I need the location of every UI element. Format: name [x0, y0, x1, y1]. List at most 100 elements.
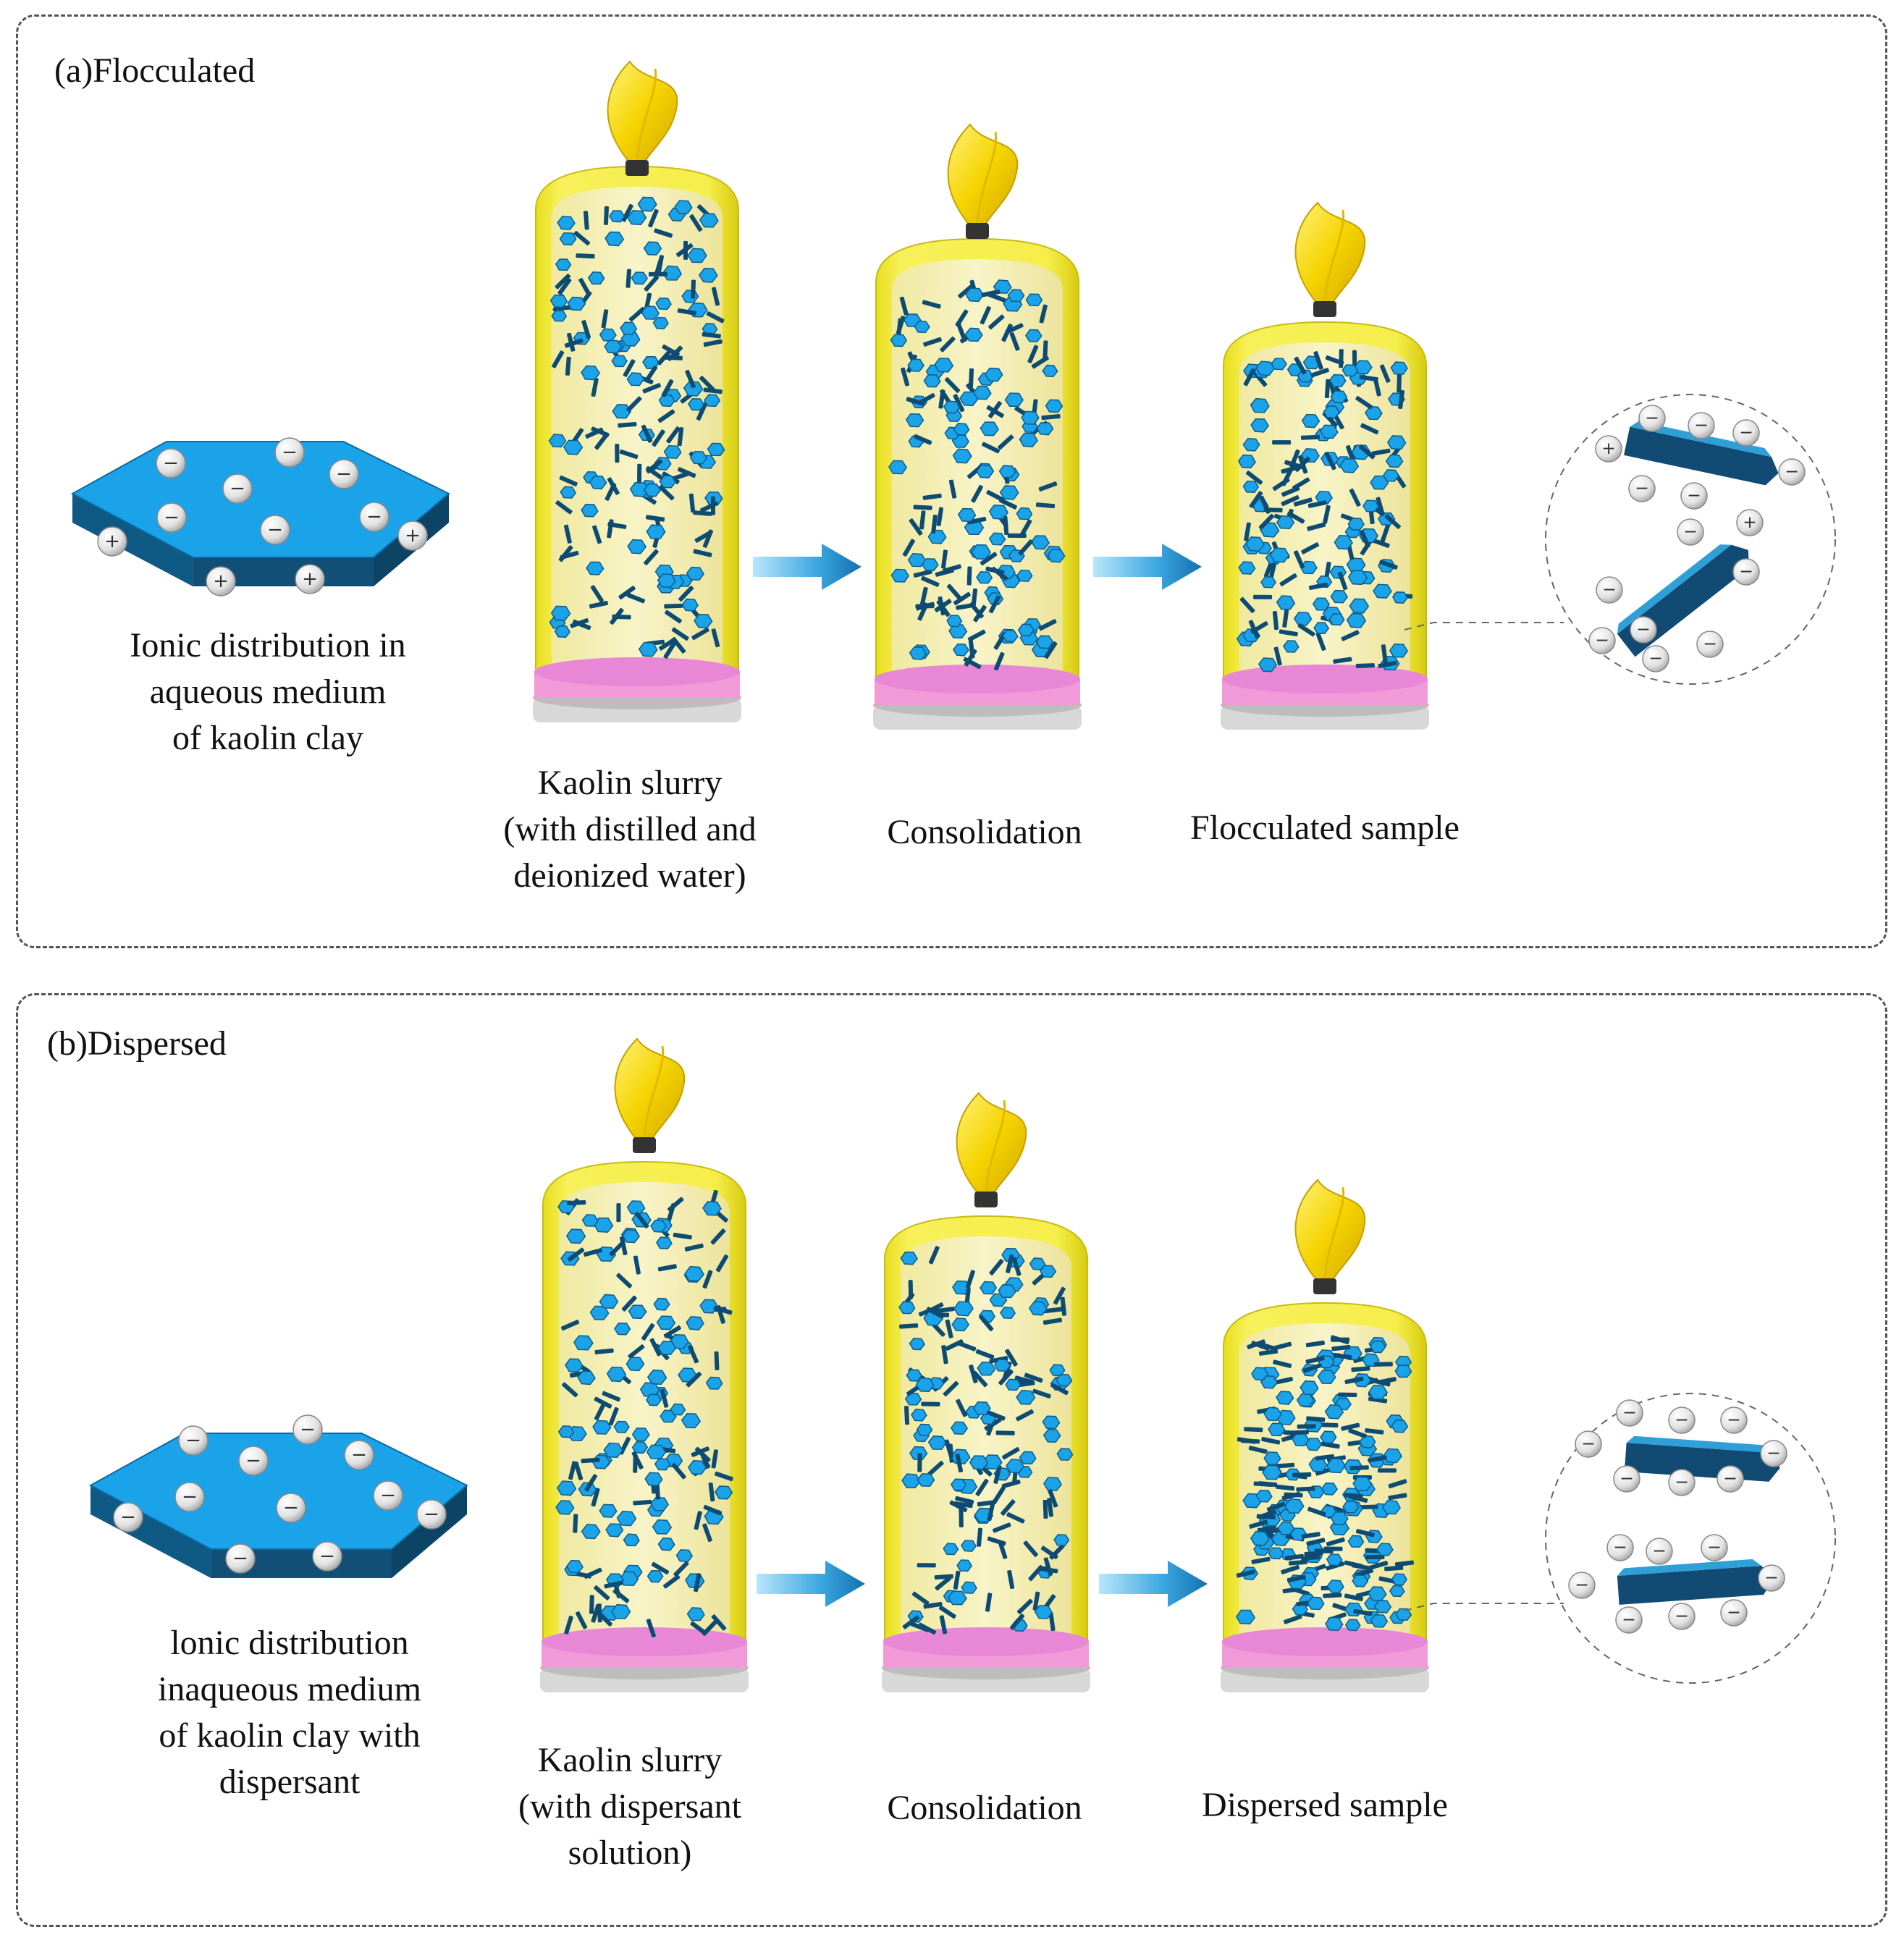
clay-particle	[567, 296, 586, 311]
clay-particle	[1349, 1494, 1368, 1504]
clay-particle	[1395, 1608, 1412, 1621]
clay-particle	[616, 1273, 633, 1289]
clay-particle	[1016, 1409, 1034, 1422]
svg-text:−: −	[283, 1497, 299, 1519]
positive-ion-icon: +	[397, 520, 428, 551]
svg-text:−: −	[1727, 1409, 1741, 1430]
clay-particle	[1341, 1422, 1360, 1431]
clay-particle	[592, 1420, 612, 1435]
clay-particle	[688, 1345, 699, 1364]
clay-particle	[1043, 1477, 1062, 1491]
svg-text:+: +	[302, 568, 318, 590]
clay-particle	[1344, 1376, 1364, 1385]
caption-line: solution)	[568, 1834, 692, 1872]
clay-particle	[1394, 1560, 1415, 1567]
clay-particle	[620, 331, 641, 347]
clay-particle	[957, 1341, 977, 1351]
svg-text:−: −	[1622, 1402, 1637, 1422]
svg-text:−: −	[1707, 1537, 1722, 1557]
clay-particle	[988, 532, 1006, 546]
clay-particle	[1242, 438, 1260, 452]
clay-particle	[1009, 332, 1020, 351]
magnified-view: −−−−−−−−−−−−−−−−	[1404, 1393, 1836, 1684]
clay-particle	[1297, 1424, 1316, 1429]
clay-particle	[1358, 444, 1376, 460]
panel-a-step2-caption: Consolidation	[804, 809, 1166, 856]
clay-particle	[689, 450, 708, 465]
clay-particle	[619, 1236, 628, 1256]
svg-text:−: −	[1675, 1472, 1689, 1492]
clay-particle	[1042, 1415, 1061, 1430]
clay-particle	[1360, 423, 1379, 435]
clay-particle	[710, 496, 716, 515]
clay-particle	[1378, 1576, 1398, 1585]
clay-particle	[952, 1280, 971, 1295]
clay-particle	[1371, 448, 1391, 456]
clay-particle	[1368, 1455, 1387, 1463]
clay-particle	[986, 490, 1005, 502]
clay-particle	[1339, 458, 1360, 473]
caption-line: deionized water)	[513, 856, 746, 895]
clay-particle	[917, 1473, 935, 1487]
clay-particle	[1293, 497, 1313, 507]
svg-text:−: −	[1602, 579, 1617, 599]
clay-particle	[1388, 1479, 1407, 1489]
clay-particle	[969, 1365, 978, 1383]
clay-particle	[1306, 1416, 1326, 1422]
clay-particle	[1255, 360, 1276, 376]
clay-particle	[1294, 456, 1310, 472]
clay-particle	[913, 505, 932, 510]
clay-particle	[1018, 539, 1034, 556]
svg-text:+: +	[405, 525, 421, 547]
clay-particle	[1258, 657, 1278, 672]
clay-particle	[611, 355, 628, 368]
clay-particle	[591, 377, 599, 397]
clay-particle	[1253, 594, 1273, 599]
clay-particle	[1376, 497, 1385, 516]
clay-particle	[616, 1203, 621, 1223]
clay-particle	[911, 1409, 927, 1422]
clay-particle	[1000, 1307, 1016, 1319]
clay-particle	[1016, 1380, 1035, 1388]
clay-particle	[1276, 1484, 1295, 1491]
clay-particle	[1272, 611, 1279, 630]
clay-particle	[619, 449, 639, 460]
clay-particle	[704, 394, 721, 408]
negative-ion-icon: −	[274, 437, 305, 468]
clay-particle	[936, 599, 951, 617]
clay-particle	[699, 213, 719, 228]
clay-particle	[1362, 499, 1379, 513]
clay-particle	[1352, 1476, 1373, 1492]
svg-text:−: −	[1675, 1409, 1689, 1430]
clay-particle	[1048, 1489, 1058, 1508]
clay-particle	[1007, 289, 1025, 303]
clay-particle	[637, 196, 657, 212]
clay-particle	[1381, 644, 1388, 664]
clay-particle	[1282, 640, 1299, 653]
svg-text:−: −	[282, 442, 298, 463]
clay-particle	[657, 409, 675, 423]
clay-particle	[648, 208, 659, 228]
kaolin-plate	[70, 441, 450, 586]
clay-particle	[971, 544, 992, 560]
clay-particle	[1281, 486, 1300, 497]
clay-particle	[1038, 619, 1057, 631]
clay-particle	[555, 1500, 575, 1515]
clay-particle	[1263, 507, 1283, 513]
clay-particle	[614, 1323, 631, 1336]
clay-particle	[1353, 1608, 1373, 1616]
clay-particle	[1019, 519, 1032, 537]
clay-particle	[626, 396, 642, 413]
clay-particle	[1248, 1446, 1268, 1454]
clay-particle	[1263, 1451, 1281, 1466]
clay-particle	[1272, 440, 1292, 445]
clay-particle	[1359, 374, 1378, 382]
clay-particle	[1035, 502, 1056, 509]
clay-particle	[663, 641, 677, 659]
clay-particle	[969, 368, 974, 387]
clay-particle	[653, 1297, 670, 1311]
clay-particle	[955, 309, 969, 327]
clay-particle	[1364, 406, 1383, 421]
svg-text:−: −	[1652, 1540, 1667, 1561]
